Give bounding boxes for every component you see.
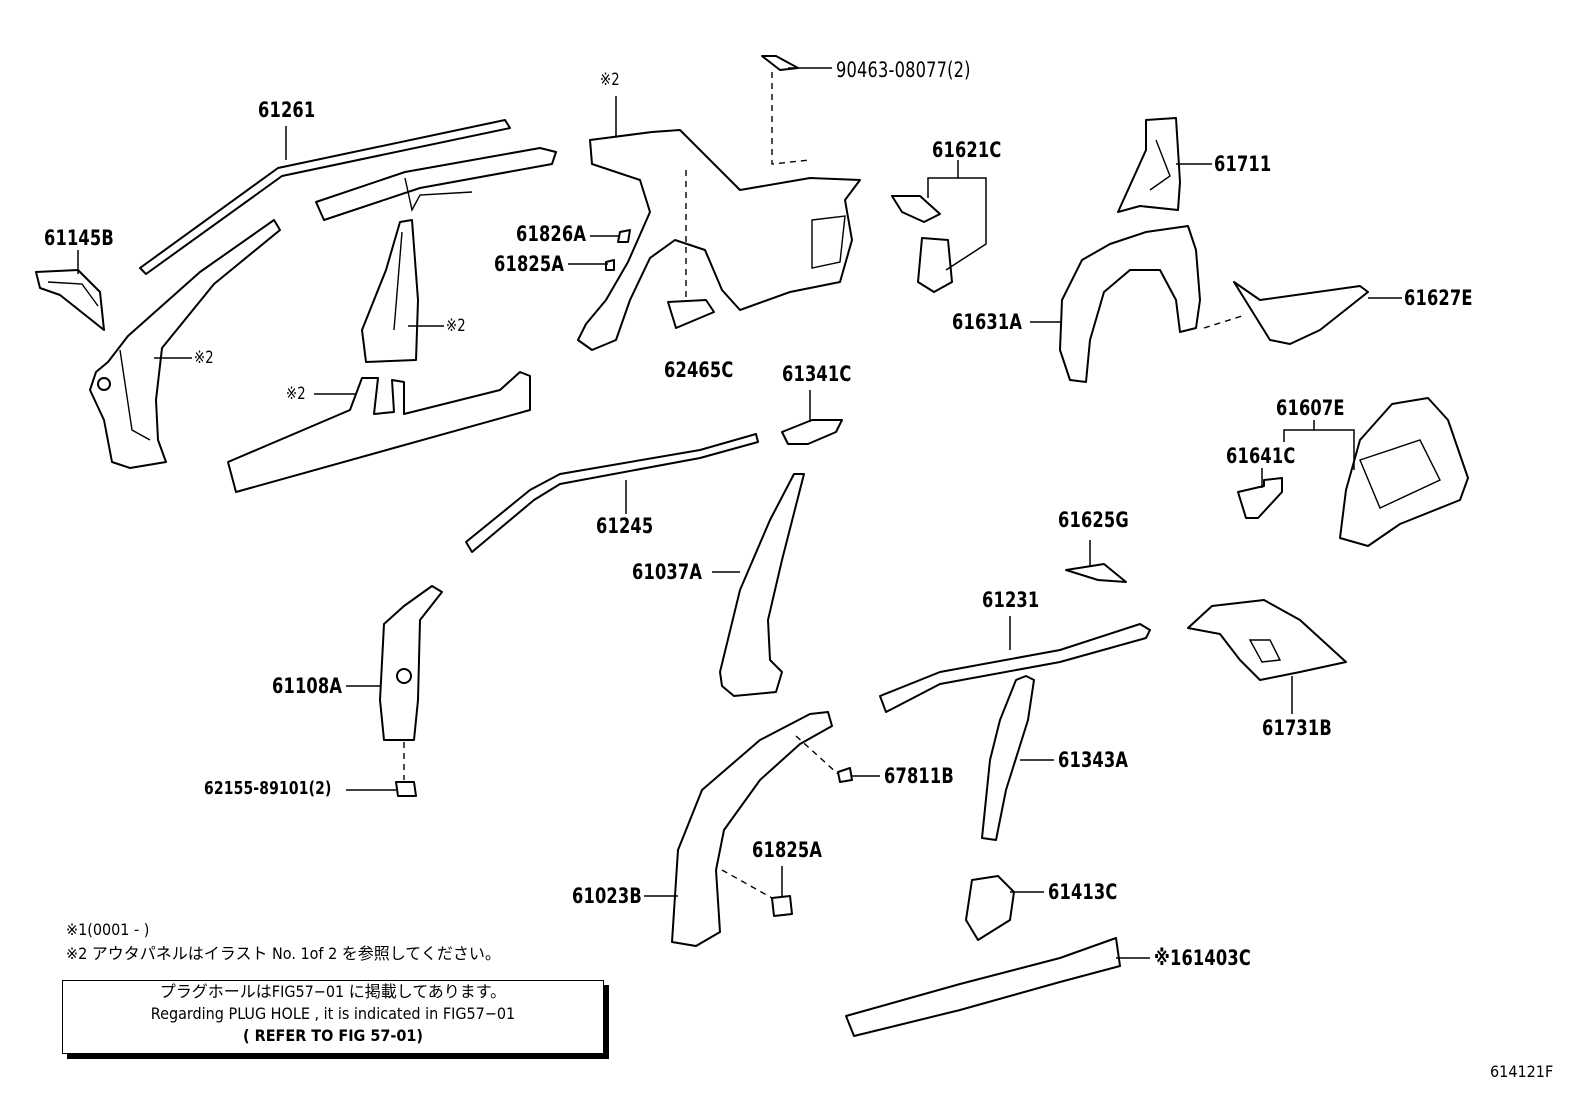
label-61627E[interactable]: 61627E [1404, 286, 1473, 310]
figure-id: 614121F [1490, 1062, 1554, 1081]
label-67811B[interactable]: 67811B [884, 764, 954, 788]
label-61343A[interactable]: 61343A [1058, 748, 1129, 772]
part-61108A[interactable] [379, 585, 443, 741]
part-61413C[interactable] [965, 875, 1015, 941]
label-90463-08077[interactable]: 90463-08077(2) [836, 58, 971, 82]
note-mark-2: ※2 [286, 384, 306, 404]
label-61023B[interactable]: 61023B [572, 884, 642, 908]
part-61621C[interactable] [891, 195, 953, 293]
part-61341C[interactable] [781, 419, 843, 445]
part-61607E[interactable] [1339, 397, 1469, 547]
reference-line-jp: プラグホールはFIG57−01 に掲載してあります。 [159, 982, 507, 1001]
label-61625G[interactable]: 61625G [1058, 508, 1129, 532]
part-61825A-bottom[interactable] [771, 895, 793, 917]
part-62155-grommet[interactable] [395, 781, 417, 797]
reference-link[interactable]: ( REFER TO FIG 57-01) [243, 1026, 423, 1045]
label-61825A[interactable]: 61825A [752, 838, 823, 862]
part-61037A[interactable] [719, 473, 805, 697]
part-61145B[interactable] [35, 269, 105, 331]
part-61711[interactable] [1117, 117, 1181, 213]
label-61245[interactable]: 61245 [596, 514, 654, 538]
label-61607E[interactable]: 61607E [1276, 396, 1345, 420]
label-61825A[interactable]: 61825A [494, 252, 565, 276]
note-mark-2: ※2 [446, 316, 466, 336]
note-mark-2: ※2 [600, 70, 620, 90]
part-61631A[interactable] [1059, 225, 1201, 383]
part-rocker-panel[interactable] [227, 371, 531, 493]
part-front-pillar[interactable] [89, 219, 281, 469]
part-61403C[interactable] [845, 937, 1121, 1037]
plug-hole-reference-box: プラグホールはFIG57−01 に掲載してあります。 Regarding PLU… [62, 980, 604, 1054]
part-61261-roof-rail[interactable] [139, 119, 511, 275]
label-61341C[interactable]: 61341C [782, 362, 852, 386]
part-61731B[interactable] [1187, 599, 1347, 681]
part-61625G[interactable] [1065, 563, 1127, 583]
part-61826A[interactable] [617, 229, 631, 243]
part-62465C[interactable] [667, 299, 715, 329]
note-1: ※1(0001 - ) [66, 920, 150, 939]
leader-lines [77, 67, 1402, 959]
part-67811B[interactable] [837, 767, 853, 783]
part-61023B[interactable] [671, 711, 833, 947]
part-61231[interactable] [879, 623, 1151, 713]
label-61621C[interactable]: 61621C [932, 138, 1002, 162]
note-2: ※2 アウタパネルはイラスト No. 1of 2 を参照してください。 [66, 944, 501, 963]
part-roof-inner-rail[interactable] [315, 147, 557, 221]
part-61641C[interactable] [1237, 477, 1283, 519]
label-61108A[interactable]: 61108A [272, 674, 343, 698]
label-61711[interactable]: 61711 [1214, 152, 1272, 176]
part-quarter-panel[interactable] [577, 129, 861, 351]
part-61825A-top[interactable] [605, 259, 615, 271]
label-61037A[interactable]: 61037A [632, 560, 703, 584]
label-61403C[interactable]: ※161403C [1154, 946, 1251, 970]
label-61731B[interactable]: 61731B [1262, 716, 1332, 740]
label-61413C[interactable]: 61413C [1048, 880, 1118, 904]
part-61343A[interactable] [981, 675, 1035, 841]
reference-line-en: Regarding PLUG HOLE , it is indicated in… [150, 1004, 516, 1023]
label-61145B[interactable]: 61145B [44, 226, 114, 250]
label-61231[interactable]: 61231 [982, 588, 1040, 612]
label-61261[interactable]: 61261 [258, 98, 316, 122]
part-61627E[interactable] [1233, 281, 1369, 345]
part-center-pillar-inner[interactable] [361, 219, 419, 363]
part-61245[interactable] [465, 433, 759, 553]
label-61641C[interactable]: 61641C [1226, 444, 1296, 468]
label-62155-89101[interactable]: 62155-89101(2) [204, 778, 332, 799]
label-61826A[interactable]: 61826A [516, 222, 587, 246]
label-61631A[interactable]: 61631A [952, 310, 1023, 334]
label-62465C[interactable]: 62465C [664, 358, 734, 382]
note-mark-2: ※2 [194, 348, 214, 368]
